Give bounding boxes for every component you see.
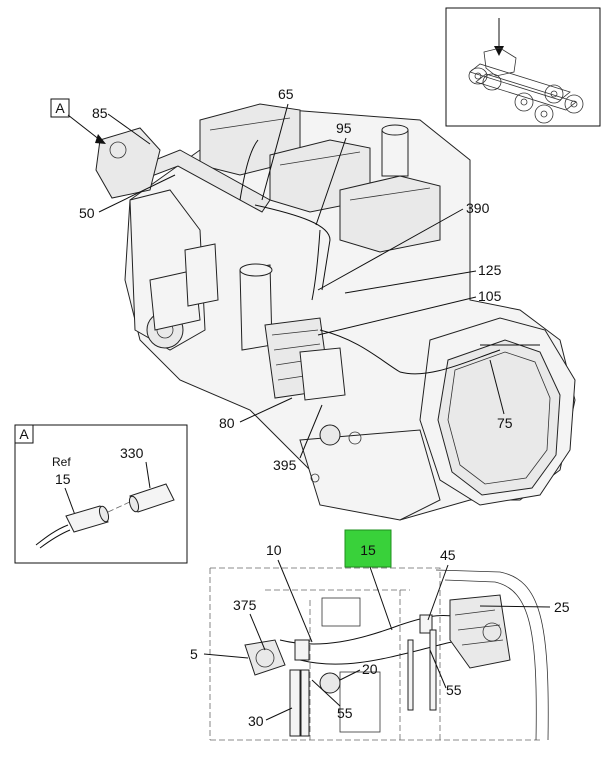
vehicle-locator-inset bbox=[445, 7, 601, 127]
callout-20: 20 bbox=[362, 661, 378, 677]
callout-395: 395 bbox=[273, 457, 297, 473]
view-marker-a: A bbox=[50, 98, 106, 144]
callout-10: 10 bbox=[266, 542, 282, 558]
callout-105: 105 bbox=[478, 288, 502, 304]
callout-5: 5 bbox=[190, 646, 198, 662]
callout-375: 375 bbox=[233, 597, 257, 613]
callout-65: 65 bbox=[278, 86, 294, 102]
callout-25: 25 bbox=[554, 599, 570, 615]
callout-50: 50 bbox=[79, 205, 95, 221]
detail-a-marker: A bbox=[19, 426, 29, 442]
callout-55-bottom: 55 bbox=[337, 705, 353, 721]
callout-390: 390 bbox=[466, 200, 490, 216]
detail-a-box: A Ref 15 330 bbox=[14, 424, 188, 564]
highlighted-part-15-label: 15 bbox=[360, 542, 376, 558]
callout-125: 125 bbox=[478, 262, 502, 278]
engine-drawing bbox=[95, 103, 576, 521]
detail-a-ref-label: Ref bbox=[52, 455, 71, 469]
detail-a-part-330: 330 bbox=[120, 445, 144, 461]
callouts-lower: 10 45 375 25 5 20 55 30 55 bbox=[190, 542, 570, 729]
highlighted-part-15[interactable] bbox=[344, 529, 392, 568]
detail-a-ref-number: 15 bbox=[55, 471, 71, 487]
callout-95: 95 bbox=[336, 120, 352, 136]
callout-55-right: 55 bbox=[446, 682, 462, 698]
lower-detail: 15 bbox=[209, 529, 549, 741]
callout-30: 30 bbox=[248, 713, 264, 729]
callout-85: 85 bbox=[92, 105, 108, 121]
callout-80: 80 bbox=[219, 415, 235, 431]
callout-45: 45 bbox=[440, 547, 456, 563]
view-marker-a-text: A bbox=[55, 100, 65, 116]
callouts-main: 85 65 95 50 390 125 105 80 75 395 bbox=[79, 86, 513, 473]
callout-75: 75 bbox=[497, 415, 513, 431]
